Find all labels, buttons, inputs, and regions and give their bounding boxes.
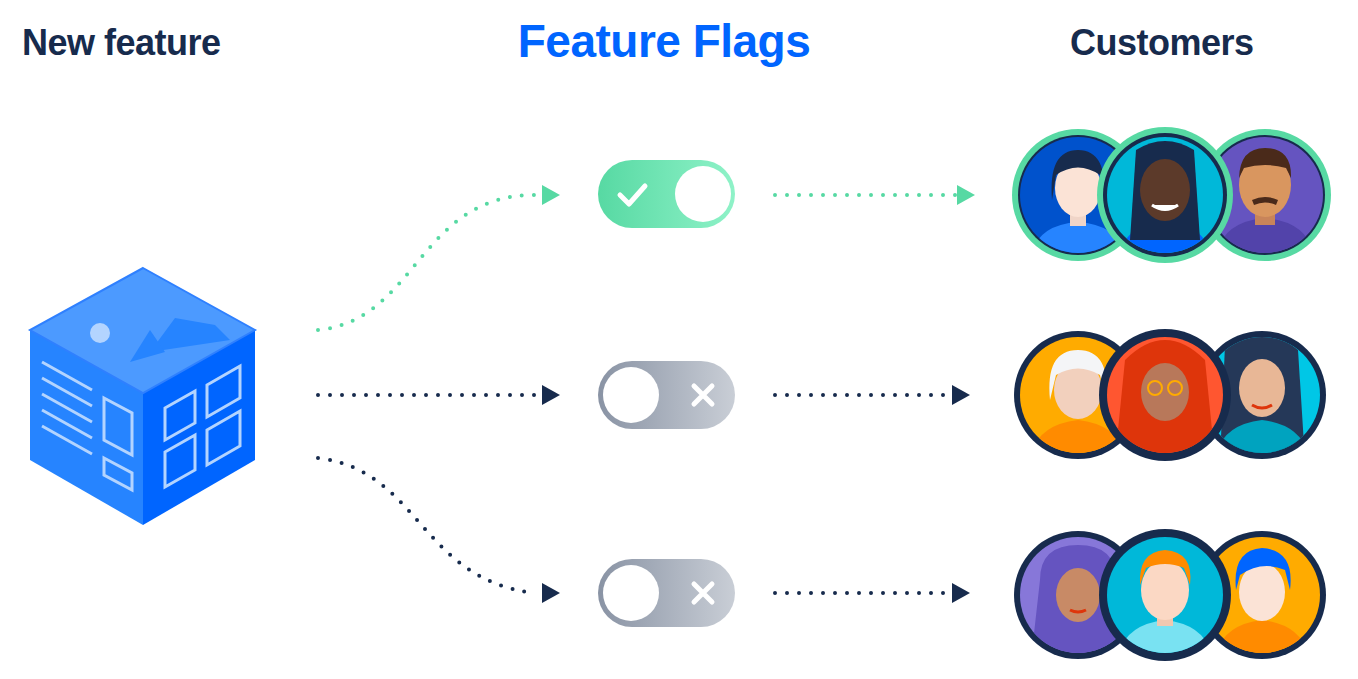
toggle-on: [598, 160, 735, 228]
feature-node: New feature: [20, 22, 272, 532]
arrow-head: [957, 185, 975, 205]
toggle-off: [598, 559, 735, 627]
customer-avatar: [1097, 127, 1233, 263]
arrow-head: [542, 385, 970, 603]
customer-avatar: [1099, 329, 1231, 465]
arrow-head: [542, 185, 560, 205]
feature-cube: [30, 268, 255, 525]
customer-group: Customers: [975, 22, 1345, 667]
dotted-connector: [318, 195, 962, 330]
enabled-flag-arrow: [318, 185, 975, 330]
customer-avatar: [1099, 529, 1231, 665]
node-heading: Customers: [975, 22, 1345, 64]
node-heading: New feature: [20, 22, 272, 64]
toggle-off: [598, 361, 735, 429]
